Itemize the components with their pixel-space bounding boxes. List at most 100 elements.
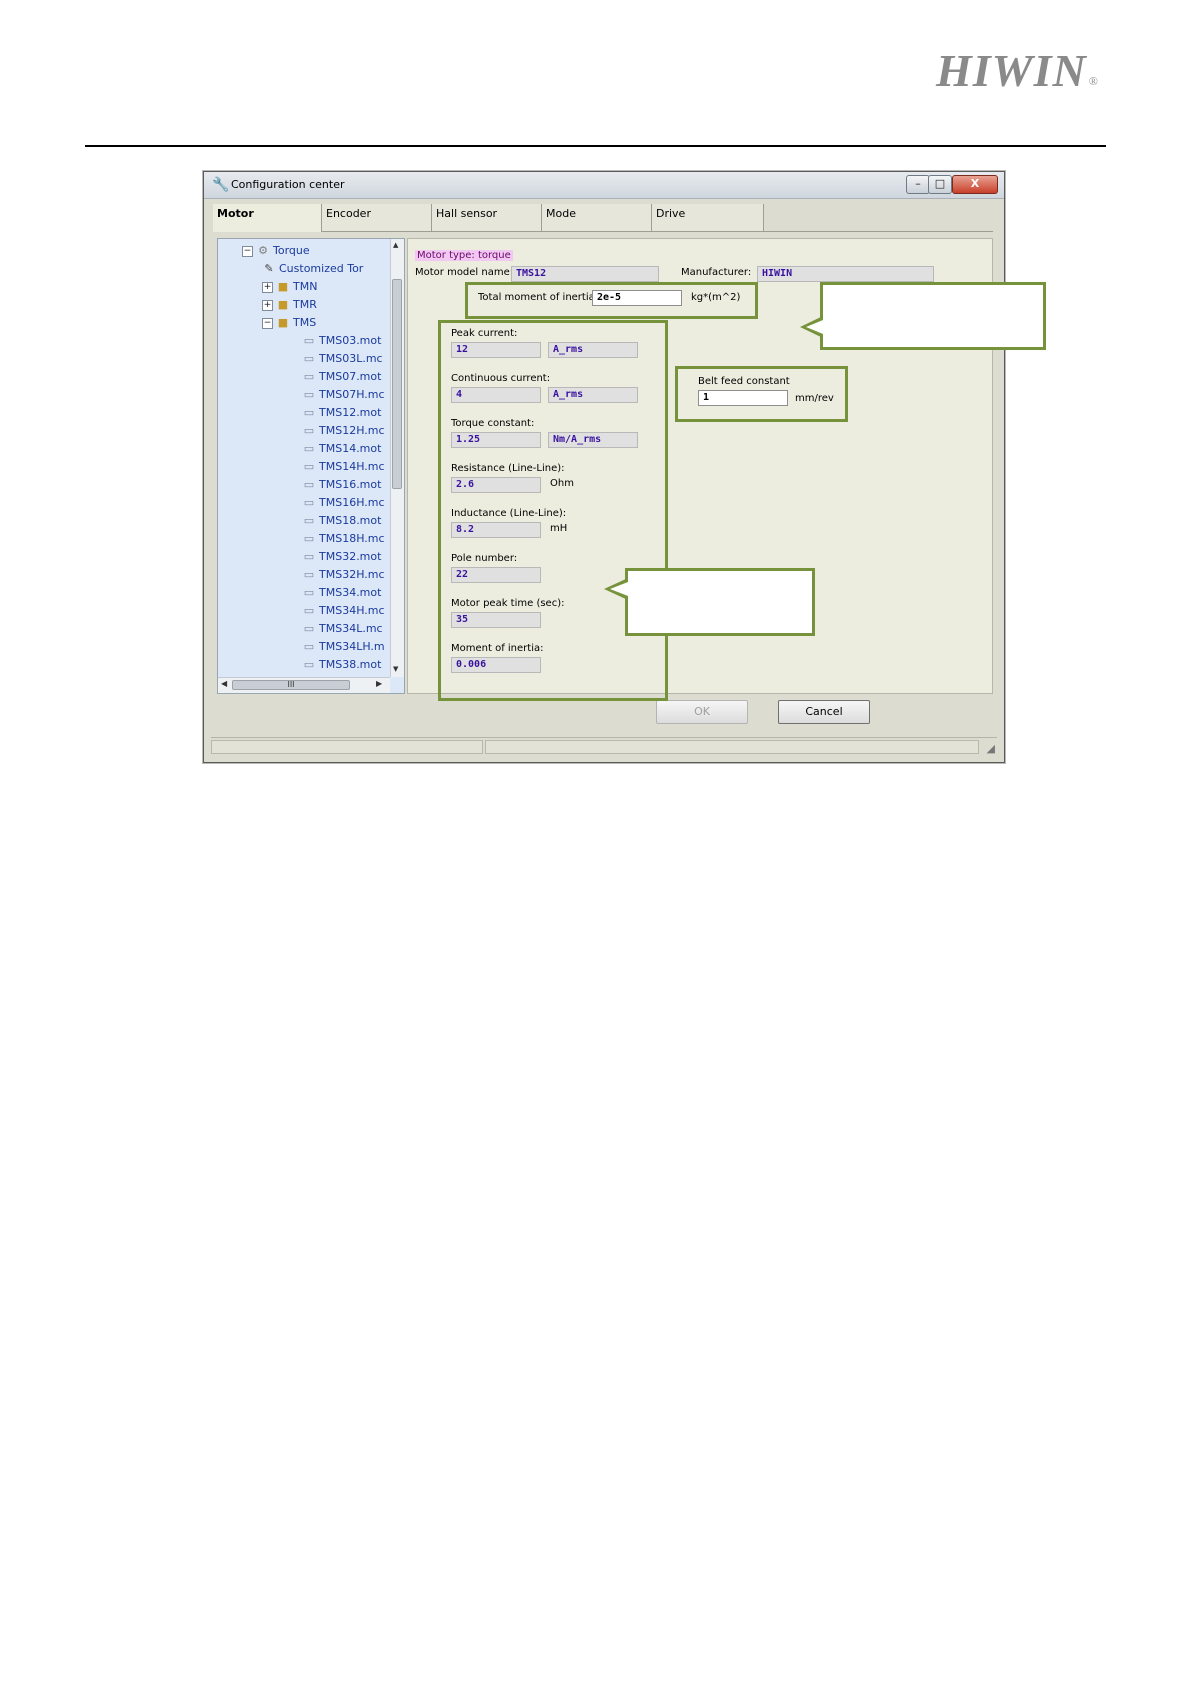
tree-item[interactable]: ▭TMS16.mot: [302, 477, 382, 493]
tree-item[interactable]: ▭TMS34H.mc: [302, 603, 385, 619]
highlight-motor-parameters: [438, 320, 668, 701]
total-inertia-label: Total moment of inertia:: [478, 292, 599, 303]
belt-feed-unit: mm/rev: [795, 393, 834, 404]
header-rule: [85, 145, 1106, 147]
scroll-left-icon[interactable]: ◀: [221, 679, 228, 688]
tree-item[interactable]: ▭TMS07H.mc: [302, 387, 385, 403]
tree-item[interactable]: ▭TMS38.mot: [302, 657, 382, 673]
file-icon: ▭: [303, 406, 315, 419]
expand-icon[interactable]: +: [262, 281, 273, 293]
total-inertia-input[interactable]: 2e-5: [592, 290, 682, 306]
tree-item[interactable]: ▭TMS07.mot: [302, 369, 382, 385]
cancel-button[interactable]: Cancel: [778, 700, 870, 724]
tree-item[interactable]: ▭ TMS03L.mc: [302, 351, 383, 367]
callout-box-parameters: [625, 568, 815, 636]
callout-pointer-fill: [806, 320, 823, 334]
tree-item-label: TMS12H.mc: [319, 424, 385, 437]
tab-mode[interactable]: Mode: [542, 204, 652, 232]
tree-item[interactable]: ▭TMS34LH.m: [302, 639, 385, 655]
highlight-belt-feed: [675, 366, 848, 422]
maximize-button[interactable]: □: [928, 175, 952, 194]
tree-item-label: TMS14H.mc: [319, 460, 385, 473]
folder-icon: ■: [277, 298, 289, 311]
pole-number-label: Pole number:: [451, 553, 518, 564]
tree-item[interactable]: ▭TMS03.mot: [302, 333, 382, 349]
tab-motor[interactable]: Motor: [213, 204, 322, 232]
tree-item[interactable]: ▭ TMS12.mot: [302, 405, 382, 421]
tree-item[interactable]: ▭TMS32H.mc: [302, 567, 385, 583]
tab-hall-sensor[interactable]: Hall sensor: [432, 204, 542, 232]
file-icon: ▭: [303, 370, 315, 383]
collapse-icon[interactable]: −: [242, 245, 253, 257]
tree-item[interactable]: ▭TMS16H.mc: [302, 495, 385, 511]
inductance-field: 8.2: [451, 522, 541, 538]
minimize-button[interactable]: –: [906, 175, 930, 194]
model-name-label: Motor model name:: [415, 267, 514, 278]
tree-item[interactable]: ▭TMS12H.mc: [302, 423, 385, 439]
peak-current-field: 12: [451, 342, 541, 358]
file-icon: ▭: [303, 532, 315, 545]
tree-item[interactable]: +■TMN: [262, 279, 317, 295]
motor-peak-time-field: 35: [451, 612, 541, 628]
file-icon: ▭: [303, 658, 315, 671]
manufacturer-field: HIWIN: [757, 266, 934, 282]
ok-button[interactable]: OK: [656, 700, 748, 724]
resistance-unit: Ohm: [550, 478, 574, 489]
tree-item-label: TMS12.mot: [319, 406, 382, 419]
tree-horizontal-scrollbar[interactable]: ◀ III ▶: [218, 677, 390, 693]
tab-drive[interactable]: Drive: [652, 204, 764, 232]
resize-grip-icon[interactable]: ◢: [986, 742, 995, 755]
file-icon: ▭: [303, 640, 315, 653]
tab-bar-line: [764, 231, 993, 232]
tree-item[interactable]: +■TMR: [262, 297, 317, 313]
status-cell-right: [485, 740, 979, 754]
close-button[interactable]: X: [952, 175, 998, 194]
tree-item-label: Customized Tor: [279, 262, 364, 275]
belt-feed-input[interactable]: 1: [698, 390, 788, 406]
tree-item[interactable]: ▭TMS18H.mc: [302, 531, 385, 547]
tree-item-label: TMS32.mot: [319, 550, 382, 563]
tree-item[interactable]: ▭TMS38H.mc: [302, 675, 385, 677]
tree-item[interactable]: ▭TMS18.mot: [302, 513, 382, 529]
tree-item[interactable]: ▭ TMS14H.mc: [302, 459, 385, 475]
scroll-right-icon[interactable]: ▶: [376, 679, 383, 688]
tree-item-label: TMS34H.mc: [319, 604, 385, 617]
status-bar: ◢: [211, 737, 997, 756]
tree-item[interactable]: ▭ TMS14.mot: [302, 441, 382, 457]
tree-item[interactable]: −■TMS: [262, 315, 316, 331]
tree-item[interactable]: ✎Customized Tor: [262, 261, 363, 277]
file-icon: ▭: [303, 352, 315, 365]
tree-vertical-scrollbar[interactable]: ▲ ▼: [390, 239, 404, 677]
title-bar[interactable]: 🔧 Configuration center – □ X: [204, 172, 1004, 199]
file-icon: ▭: [303, 442, 315, 455]
tree-item[interactable]: ▭ TMS32.mot: [302, 549, 382, 565]
tree-item-label: TMS34.mot: [319, 586, 382, 599]
tree-item[interactable]: ▭TMS34L.mc: [302, 621, 383, 637]
tree-item[interactable]: ▭TMS34.mot: [302, 585, 382, 601]
file-icon: ▭: [303, 622, 315, 635]
tree-item-label: Torque: [273, 244, 310, 257]
torque-constant-field: 1.25: [451, 432, 541, 448]
window-title: Configuration center: [231, 178, 345, 191]
tree-item[interactable]: −⚙Torque: [242, 243, 310, 259]
file-icon: ▭: [303, 460, 315, 473]
expand-icon[interactable]: +: [262, 299, 273, 311]
collapse-icon[interactable]: −: [262, 317, 273, 329]
tree-item-label: TMS38H.mc: [319, 676, 385, 677]
motor-tree-panel: −⚙Torque✎Customized Tor+■TMN+■TMR−■TMS▭T…: [217, 238, 405, 694]
tree-item-label: TMS32H.mc: [319, 568, 385, 581]
tree-item-label: TMS03L.mc: [319, 352, 383, 365]
status-cell-left: [211, 740, 483, 754]
scroll-up-icon[interactable]: ▲: [393, 241, 399, 249]
resistance-field: 2.6: [451, 477, 541, 493]
file-icon: ▭: [303, 550, 315, 563]
scroll-thumb-horizontal[interactable]: III: [232, 680, 350, 690]
inductance-unit: mH: [550, 523, 568, 534]
scroll-thumb[interactable]: [392, 279, 402, 489]
motor-type-label: Motor type: torque: [415, 250, 513, 261]
file-icon: ▭: [303, 496, 315, 509]
tab-encoder[interactable]: Encoder: [322, 204, 432, 232]
tree-item-label: TMS14.mot: [319, 442, 382, 455]
tree-item-label: TMS: [293, 316, 317, 329]
scroll-down-icon[interactable]: ▼: [393, 665, 399, 673]
